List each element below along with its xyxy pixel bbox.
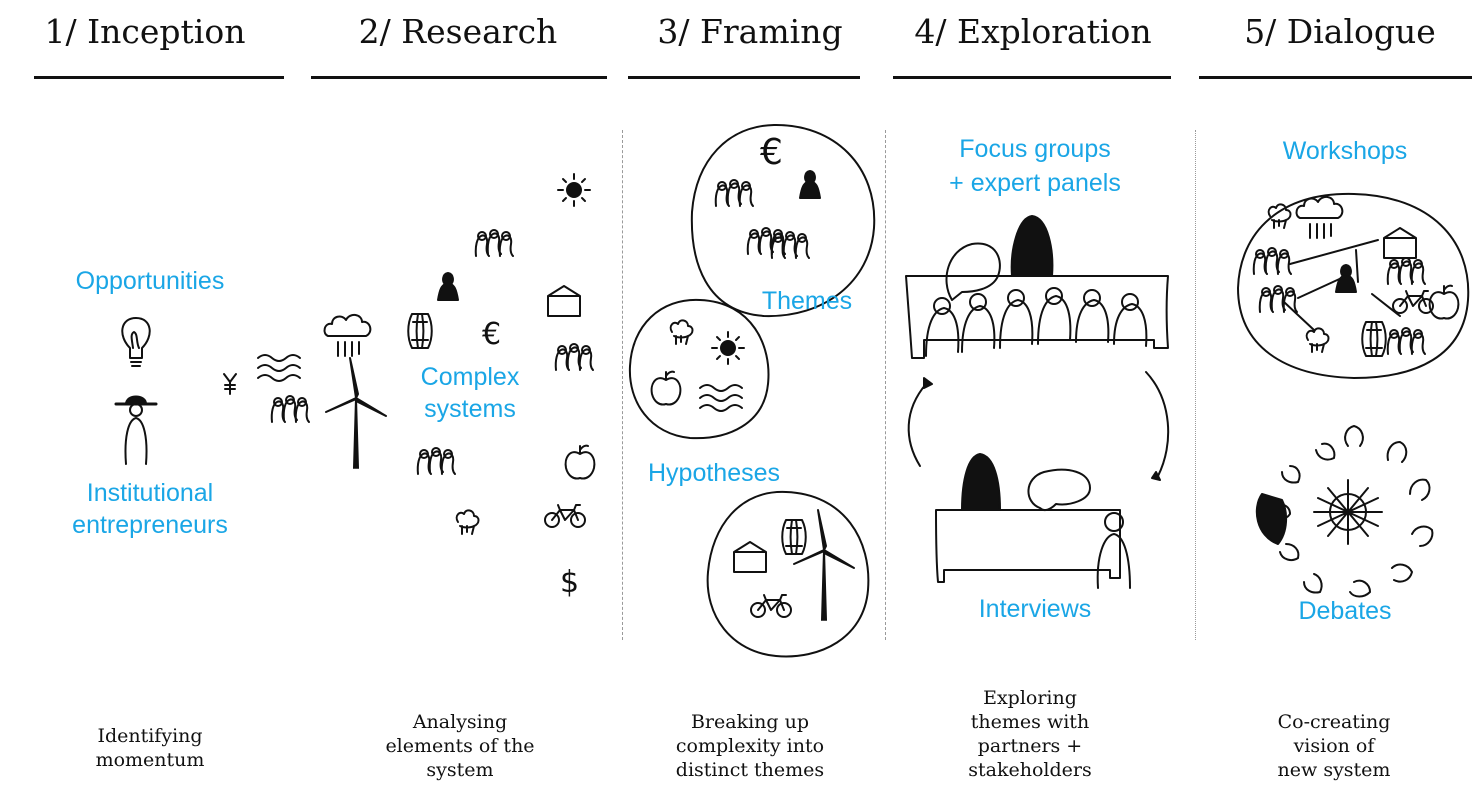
workshops-label: Workshops bbox=[1282, 137, 1408, 165]
stage-5-rule bbox=[1199, 76, 1472, 79]
focus-group-illustration bbox=[906, 216, 1168, 358]
euro-icon: € bbox=[482, 317, 501, 352]
hypotheses-label: Hypotheses bbox=[647, 459, 781, 487]
people-icon bbox=[476, 230, 513, 256]
expert-panels-label: + expert panels bbox=[949, 169, 1121, 197]
stage-2-header: 2/ Research bbox=[358, 12, 558, 51]
dollar-icon: $ bbox=[560, 565, 579, 600]
barrel-icon bbox=[407, 313, 433, 349]
sun-icon bbox=[557, 173, 591, 207]
stage-1-header: 1/ Inception bbox=[44, 12, 246, 51]
stage-4-rule bbox=[893, 76, 1171, 79]
lightbulb-icon bbox=[122, 318, 149, 366]
stage-1-rule bbox=[34, 76, 284, 79]
entrepreneur-icon bbox=[116, 397, 156, 465]
apple-icon bbox=[564, 444, 596, 480]
focus-groups-label: Focus groups bbox=[959, 135, 1111, 163]
cloud-rain-icon bbox=[323, 313, 372, 357]
people-icon bbox=[272, 396, 309, 422]
complex-label: Complex bbox=[420, 363, 520, 391]
institutional-label: Institutional bbox=[86, 479, 214, 507]
sheep-icon bbox=[455, 509, 480, 535]
stage-5-header: 5/ Dialogue bbox=[1244, 12, 1436, 51]
workshop-circle bbox=[1238, 194, 1468, 378]
debate-circle bbox=[1257, 426, 1433, 597]
topics-circle bbox=[630, 300, 769, 438]
people-icon bbox=[556, 344, 593, 370]
euro-icon: € bbox=[760, 132, 783, 173]
hypotheses-circle bbox=[708, 492, 869, 657]
systems-label: systems bbox=[424, 395, 516, 423]
bike-icon bbox=[544, 504, 586, 528]
themes-circle: € bbox=[692, 125, 874, 316]
house-icon bbox=[547, 285, 581, 317]
divider-2-3 bbox=[622, 130, 623, 640]
people-icon bbox=[418, 448, 455, 474]
stage-3-rule bbox=[628, 76, 860, 79]
interview-illustration bbox=[936, 454, 1130, 588]
themes-label: Themes bbox=[761, 287, 853, 315]
cycle-arrows bbox=[909, 372, 1169, 480]
divider-3-4 bbox=[885, 130, 886, 640]
stage-2-rule bbox=[311, 76, 607, 79]
yen-icon bbox=[224, 374, 236, 394]
stage-4-header: 4/ Exploration bbox=[914, 12, 1152, 51]
divider-4-5 bbox=[1195, 130, 1196, 640]
entrepreneurs-label: entrepreneurs bbox=[72, 511, 228, 539]
interviews-label: Interviews bbox=[978, 595, 1092, 623]
pawn-icon bbox=[437, 272, 459, 301]
opportunities-label: Opportunities bbox=[75, 267, 225, 295]
stage-3-header: 3/ Framing bbox=[657, 12, 843, 51]
waves-icon bbox=[257, 354, 301, 382]
debates-label: Debates bbox=[1298, 597, 1392, 625]
wind-turbine-icon bbox=[325, 357, 387, 469]
